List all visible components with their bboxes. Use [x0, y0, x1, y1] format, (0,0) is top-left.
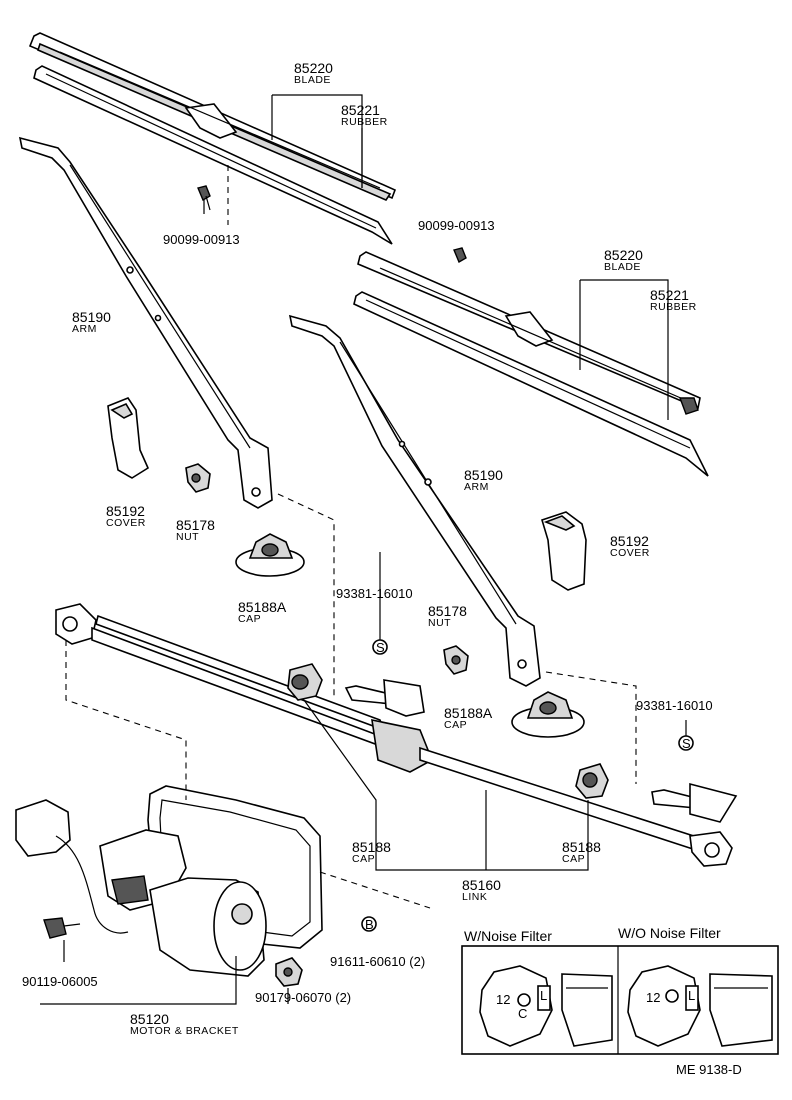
arm-left-name: ARM [72, 323, 97, 335]
rubber-right-number: 85221 [650, 287, 689, 303]
cover-right-number: 85192 [610, 533, 649, 549]
cap-85188-right [575, 763, 609, 799]
blade-top-number: 85220 [294, 60, 333, 76]
rubber-top-number: 85221 [341, 102, 380, 118]
cap-a-left-name: CAP [238, 613, 261, 625]
blade-right [357, 251, 701, 415]
mark-s-left: S [372, 639, 388, 655]
cap-right-number: 85188 [562, 839, 601, 855]
pivot-left-number: 93381-16010 [336, 586, 413, 601]
cap-left-name: CAP [352, 853, 375, 865]
nut-left-number: 85178 [176, 517, 215, 533]
screw-motor-left [43, 917, 81, 939]
link-assembly [55, 603, 738, 867]
mark-s-right-text: S [682, 736, 691, 751]
blade-left [28, 32, 397, 201]
blade-top-name: BLADE [294, 74, 331, 86]
pivot-right-number: 93381-16010 [636, 698, 713, 713]
bolt-mid-number: 90099-00913 [418, 218, 495, 233]
cover-right [541, 511, 587, 591]
nut-motor-number: 90179-06070 (2) [255, 990, 351, 1005]
cover-right-name: COVER [610, 547, 650, 559]
cover-left [107, 397, 150, 479]
arm-right [288, 314, 541, 687]
blade-right-name: BLADE [604, 261, 641, 273]
bolt-top-number: 90099-00913 [163, 232, 240, 247]
cap-left-number: 85188 [352, 839, 391, 855]
arm-left-number: 85190 [72, 309, 111, 325]
mark-s-left-text: S [376, 640, 385, 655]
nut-right-number: 85178 [428, 603, 467, 619]
mark-b-text: B [365, 917, 374, 932]
nut-left-name: NUT [176, 531, 199, 543]
bolt-left [197, 185, 211, 211]
arm-right-name: ARM [464, 481, 489, 493]
cover-left-name: COVER [106, 517, 146, 529]
blade-right-number: 85220 [604, 247, 643, 263]
rubber-top-name: RUBBER [341, 116, 388, 128]
arm-left [18, 136, 273, 509]
rubber-right [353, 291, 709, 477]
reference-code: ME 9138-D [676, 1062, 742, 1077]
noise-filter-inset [461, 945, 779, 1055]
nut-right [443, 645, 469, 675]
cap-a-left-number: 85188A [238, 599, 287, 615]
screw-left-number: 90119-06005 [22, 974, 98, 989]
nut-motor [275, 957, 303, 987]
rubber-left [33, 65, 393, 245]
cap-85188a-right [511, 691, 585, 738]
cap-right-name: CAP [562, 853, 585, 865]
bolt-b-number: 91611-60610 (2) [330, 954, 425, 969]
nut-right-name: NUT [428, 617, 451, 629]
inset-left-12: 12 [496, 992, 510, 1007]
rubber-right-name: RUBBER [650, 301, 697, 313]
cap-a-right-number: 85188A [444, 705, 493, 721]
mark-b: B [361, 916, 377, 932]
link-name: LINK [462, 891, 487, 903]
cover-left-number: 85192 [106, 503, 145, 519]
inset-right-title: W/O Noise Filter [618, 925, 721, 941]
bolt-right [453, 247, 467, 264]
inset-right-12: 12 [646, 990, 660, 1005]
motor-bracket [15, 785, 323, 977]
link-number: 85160 [462, 877, 501, 893]
inset-left-c: C [518, 1006, 527, 1021]
inset-right-l: L [688, 988, 695, 1003]
cap-85188a-left [235, 533, 305, 577]
inset-left-title: W/Noise Filter [464, 928, 552, 944]
nut-left [185, 463, 211, 493]
motor-number: 85120 [130, 1011, 169, 1027]
arm-right-number: 85190 [464, 467, 503, 483]
motor-name: MOTOR & BRACKET [130, 1025, 239, 1037]
inset-left-l: L [540, 988, 547, 1003]
mark-s-right: S [678, 735, 694, 751]
cap-a-right-name: CAP [444, 719, 467, 731]
cap-85188-left [287, 663, 323, 701]
